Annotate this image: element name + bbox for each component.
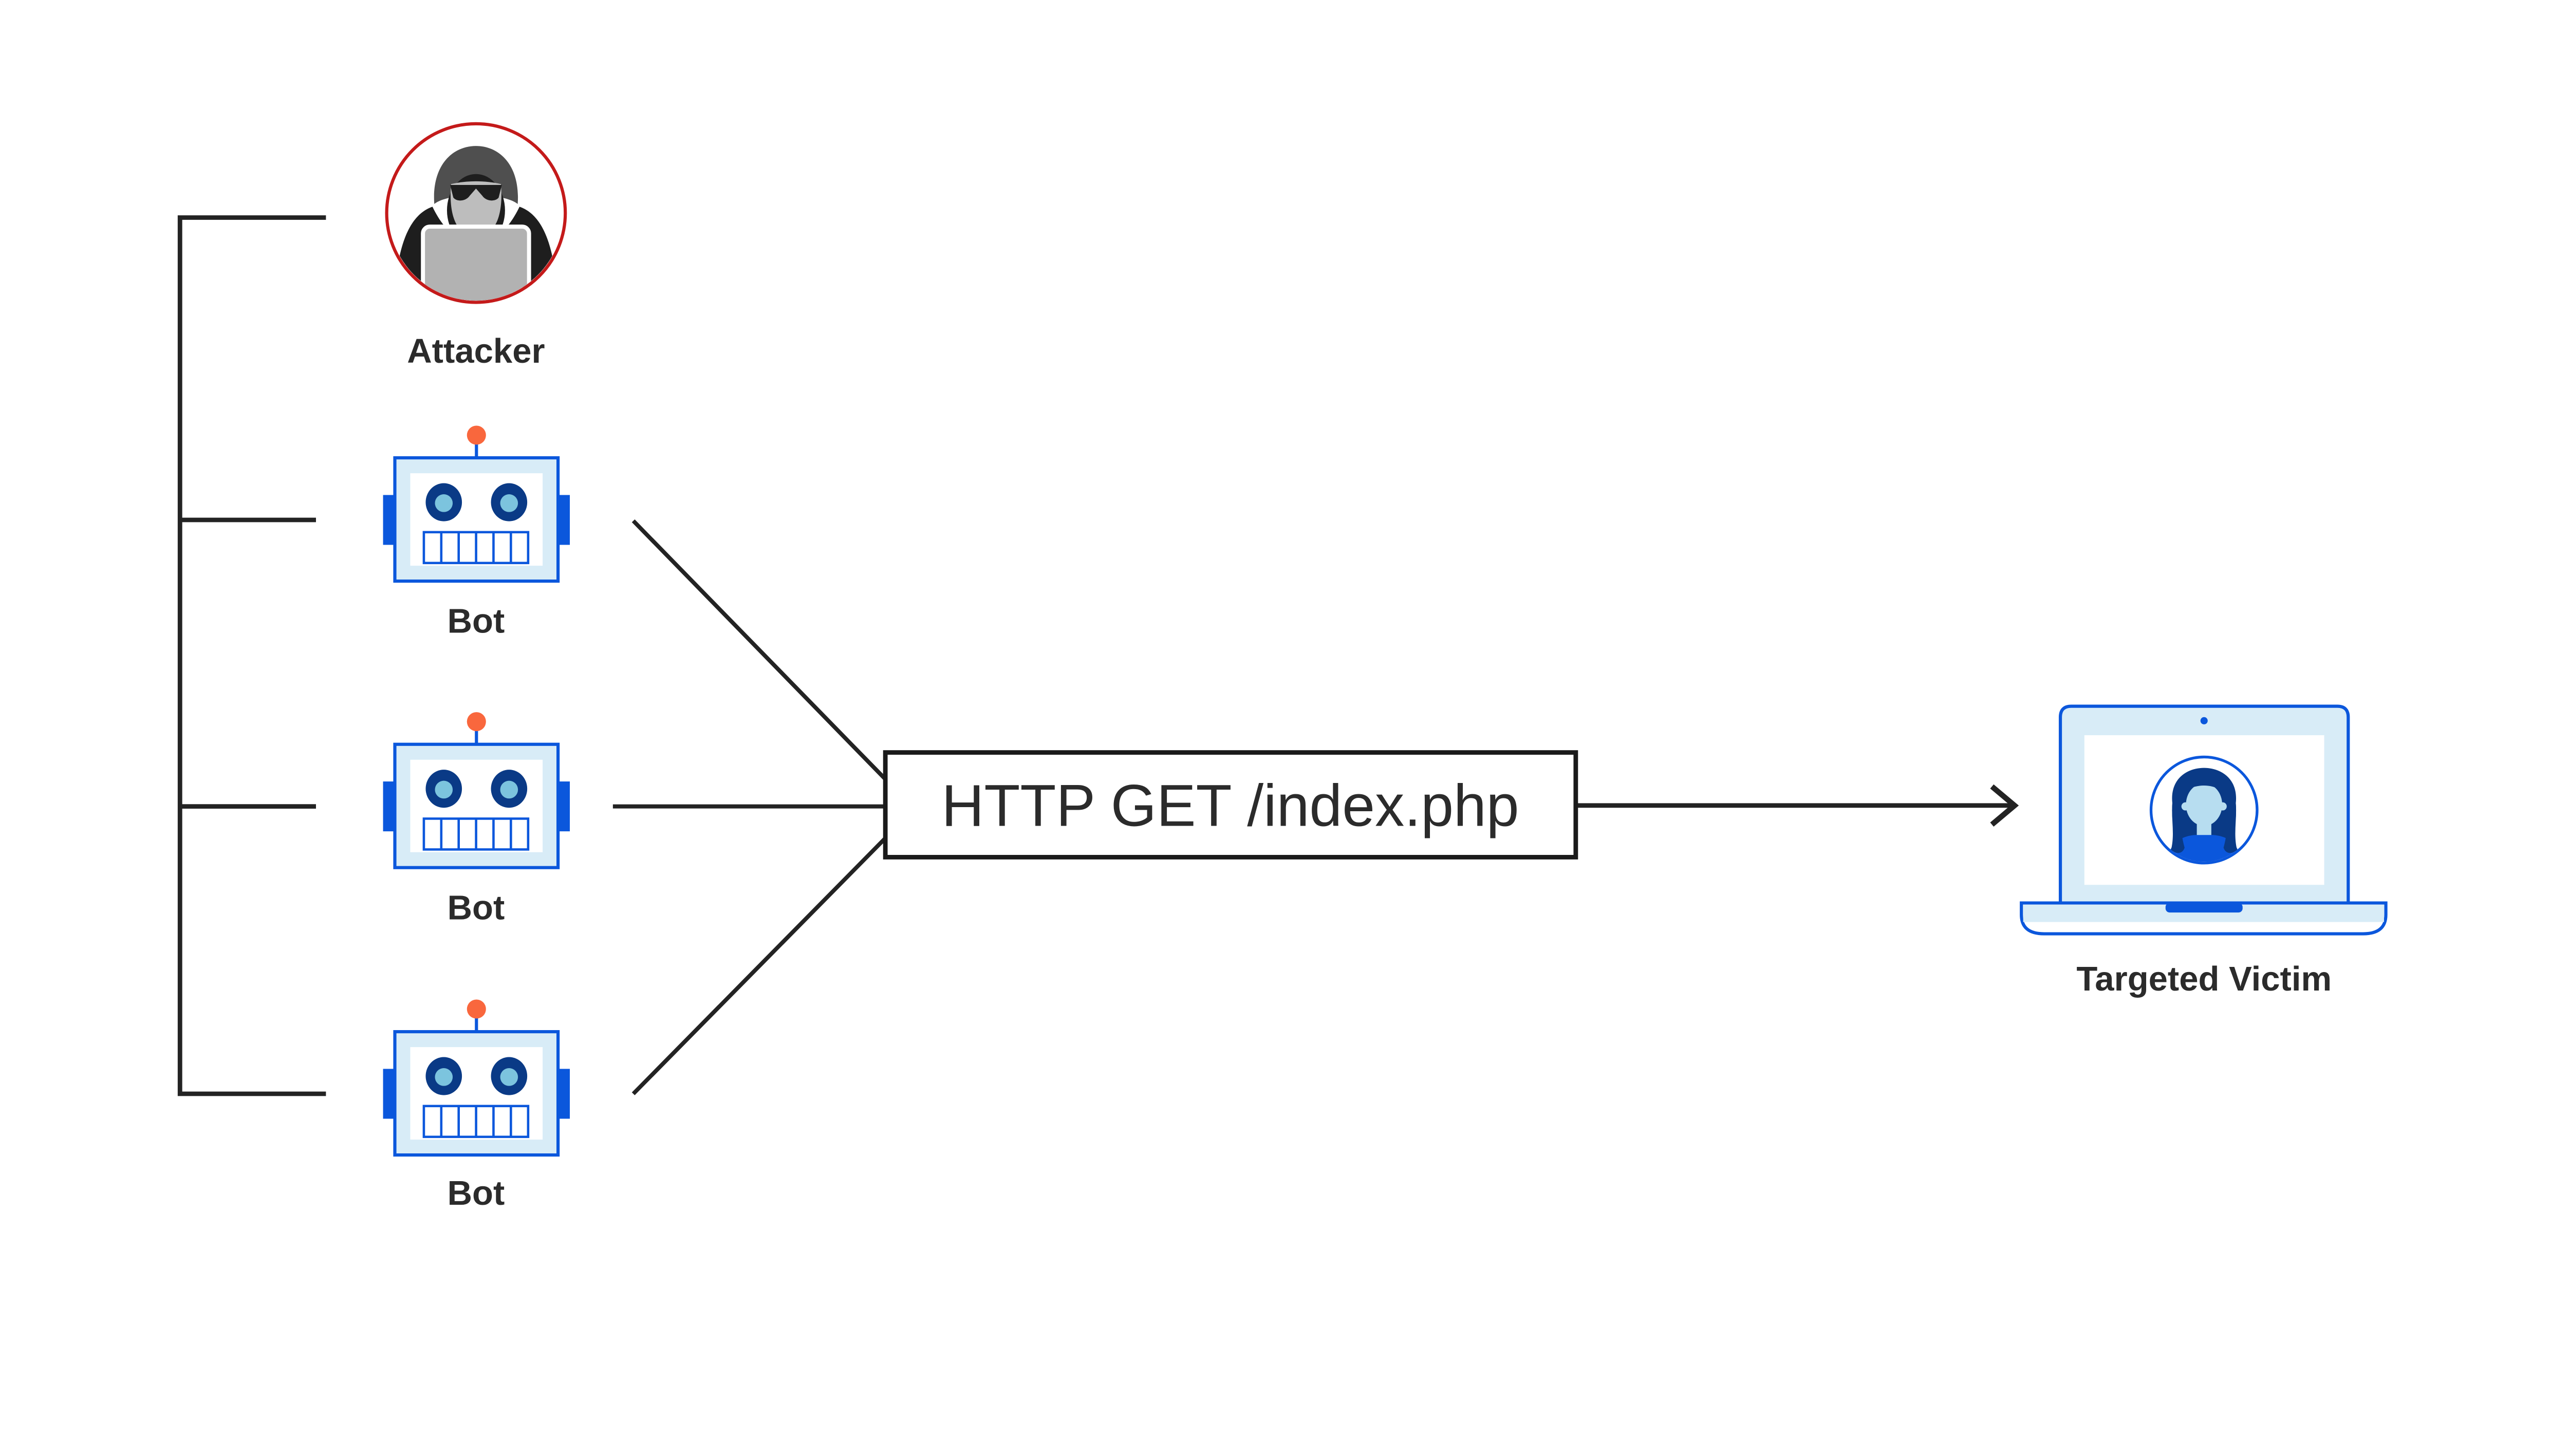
robot-icon (383, 425, 570, 581)
bot-label: Bot (448, 602, 505, 641)
ddos-http-flood-diagram: Attacker Bot Bot Bot HTTP GET /index.php (177, 122, 2388, 1213)
robot-icon (383, 999, 570, 1155)
woman-avatar-icon (2149, 755, 2259, 865)
laptop-notch (2165, 903, 2243, 913)
webcam-dot-icon (2200, 717, 2208, 724)
http-request-box: HTTP GET /index.php (883, 750, 1578, 860)
attacker-label: Attacker (407, 332, 545, 370)
bot-node-1: Bot (383, 425, 570, 641)
bot-node-2: Bot (383, 712, 570, 927)
attacker-node: Attacker (385, 122, 567, 370)
botnet-bracket-lines (177, 215, 326, 1096)
http-request-label: HTTP GET /index.php (942, 773, 1519, 839)
victim-node: Targeted Victim (2020, 704, 2388, 998)
arrow-right-icon (1990, 784, 2019, 827)
bot-label: Bot (448, 1174, 505, 1212)
victim-label: Targeted Victim (2076, 960, 2332, 998)
request-converge-lines (612, 519, 890, 1095)
robot-icon (383, 712, 570, 868)
bot-node-3: Bot (383, 999, 570, 1212)
bot-label: Bot (448, 888, 505, 927)
request-arrow (1576, 784, 2019, 827)
hooded-hacker-icon (385, 122, 567, 304)
